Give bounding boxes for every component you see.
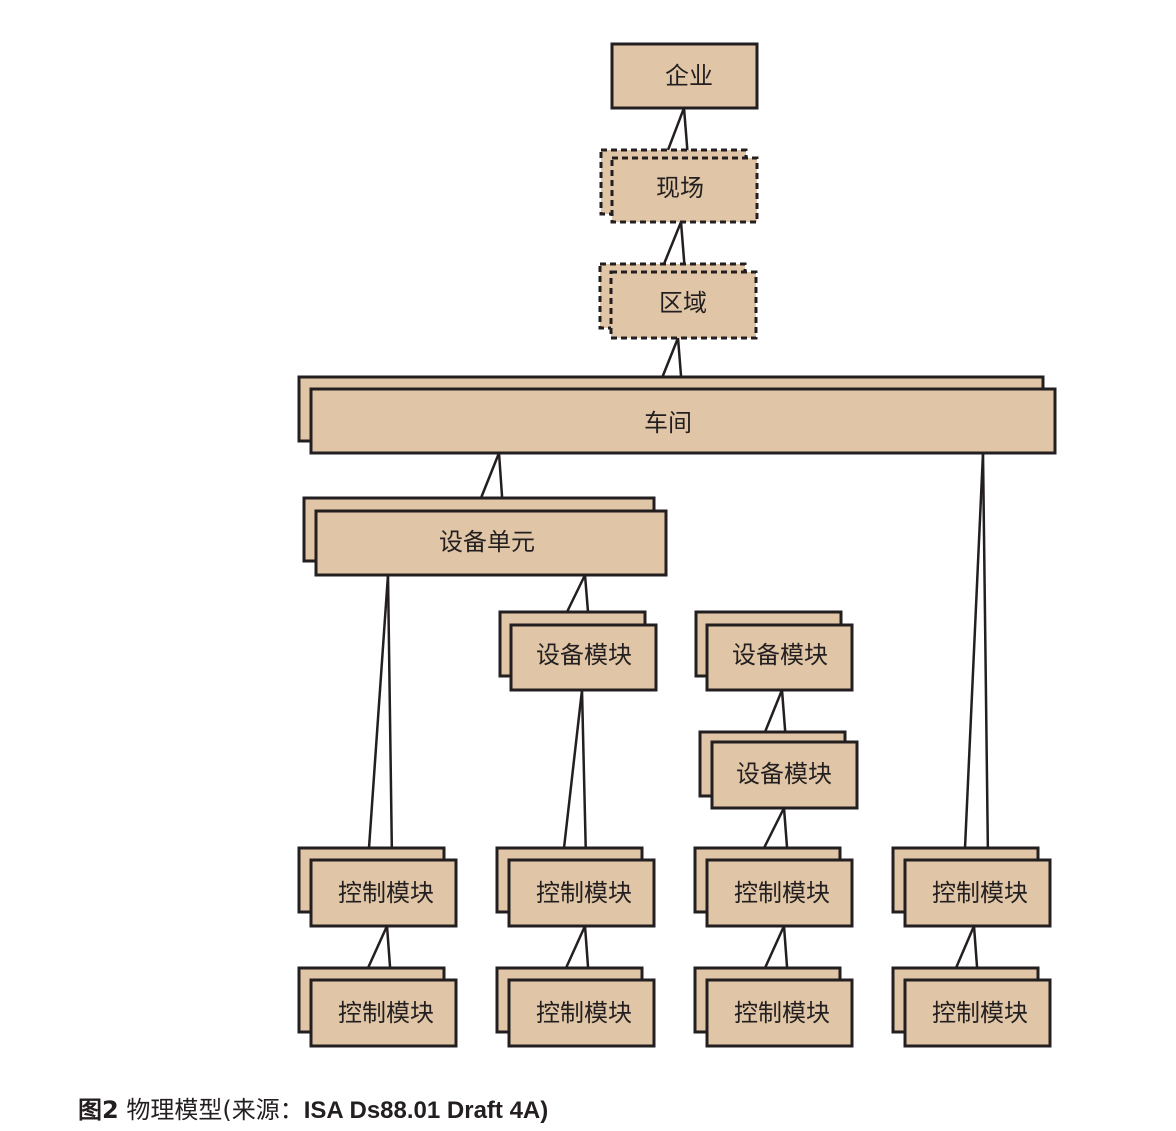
connector-unit-cm1 bbox=[367, 574, 390, 849]
em1-box bbox=[509, 623, 658, 692]
connector-area-workshop bbox=[660, 337, 680, 379]
node-control-module-2a: 控制模块 bbox=[495, 846, 656, 928]
cm2a-box bbox=[507, 858, 656, 928]
cm3b-label: 控制模块 bbox=[734, 999, 830, 1027]
connector-unit-em1 bbox=[565, 574, 587, 613]
node-control-module-4a: 控制模块 bbox=[891, 846, 1052, 928]
node-enterprise: 企业 bbox=[610, 42, 759, 110]
cm1b-box bbox=[309, 978, 458, 1048]
node-workshop: 车间 bbox=[297, 375, 1057, 455]
connector-cm1-cm1b bbox=[366, 925, 389, 969]
figure-number: 图2 bbox=[78, 1096, 119, 1124]
area-label: 区域 bbox=[659, 289, 707, 317]
unit-box bbox=[314, 509, 668, 577]
connector-em3-cm3 bbox=[762, 807, 786, 849]
node-control-module-1b: 控制模块 bbox=[297, 966, 458, 1048]
cm1a-box bbox=[309, 858, 458, 928]
connector-workshop-cm4 bbox=[981, 452, 990, 861]
unit-label: 设备单元 bbox=[439, 528, 535, 556]
em3-label: 设备模块 bbox=[736, 760, 832, 788]
cm4b-label: 控制模块 bbox=[932, 999, 1028, 1027]
enterprise-box bbox=[610, 42, 759, 110]
enterprise-label: 企业 bbox=[665, 62, 713, 90]
workshop-label: 车间 bbox=[644, 409, 692, 437]
connector-cm2-cm2b bbox=[564, 925, 587, 969]
node-control-module-4b: 控制模块 bbox=[891, 966, 1052, 1048]
cm2b-box bbox=[507, 978, 656, 1048]
cm2a-label: 控制模块 bbox=[536, 879, 632, 907]
figure-title: 物理模型(来源： bbox=[118, 1096, 304, 1124]
node-equipment-module-2: 设备模块 bbox=[694, 610, 854, 692]
connector-unit-cm1 bbox=[386, 574, 394, 861]
connector-workshop-unit bbox=[479, 452, 501, 499]
figure-source: ISA Ds88.01 Draft 4A) bbox=[303, 1097, 549, 1124]
node-equipment-module-1: 设备模块 bbox=[498, 610, 658, 692]
connector-em2-em3 bbox=[763, 689, 784, 733]
site-box bbox=[610, 156, 759, 224]
cm1b-label: 控制模块 bbox=[338, 999, 434, 1027]
connector-enterprise-site bbox=[682, 107, 690, 159]
cm4a-box bbox=[903, 858, 1052, 928]
cm3a-box bbox=[705, 858, 854, 928]
node-control-module-3a: 控制模块 bbox=[693, 846, 854, 928]
area-box bbox=[609, 270, 758, 340]
connector-enterprise-site bbox=[666, 107, 686, 151]
cm1a-label: 控制模块 bbox=[338, 879, 434, 907]
cm4b-box bbox=[903, 978, 1052, 1048]
em1-label: 设备模块 bbox=[536, 641, 632, 669]
connector-em1-cm2 bbox=[580, 689, 588, 861]
workshop-box bbox=[309, 387, 1057, 455]
node-control-module-3b: 控制模块 bbox=[693, 966, 854, 1048]
cm2b-label: 控制模块 bbox=[536, 999, 632, 1027]
em2-label: 设备模块 bbox=[732, 641, 828, 669]
node-control-module-2b: 控制模块 bbox=[495, 966, 656, 1048]
cm3a-label: 控制模块 bbox=[734, 879, 830, 907]
connector-cm4-cm4b bbox=[954, 925, 976, 969]
em3-box bbox=[710, 740, 859, 810]
node-unit: 设备单元 bbox=[302, 496, 668, 577]
connector-cm3-cm3b bbox=[763, 925, 786, 969]
node-site: 现场 bbox=[599, 148, 759, 224]
node-control-module-1a: 控制模块 bbox=[297, 846, 458, 928]
cm4a-label: 控制模块 bbox=[932, 879, 1028, 907]
figure-caption: 图2 物理模型(来源：ISA Ds88.01 Draft 4A) bbox=[78, 1090, 548, 1124]
cm3b-box bbox=[705, 978, 854, 1048]
node-area: 区域 bbox=[598, 262, 758, 340]
connector-site-area bbox=[662, 221, 683, 265]
node-equipment-module-3: 设备模块 bbox=[698, 730, 859, 810]
site-label: 现场 bbox=[656, 174, 704, 202]
connector-em1-cm2 bbox=[562, 689, 584, 849]
em2-box bbox=[705, 623, 854, 692]
connector-workshop-cm4 bbox=[963, 452, 985, 849]
